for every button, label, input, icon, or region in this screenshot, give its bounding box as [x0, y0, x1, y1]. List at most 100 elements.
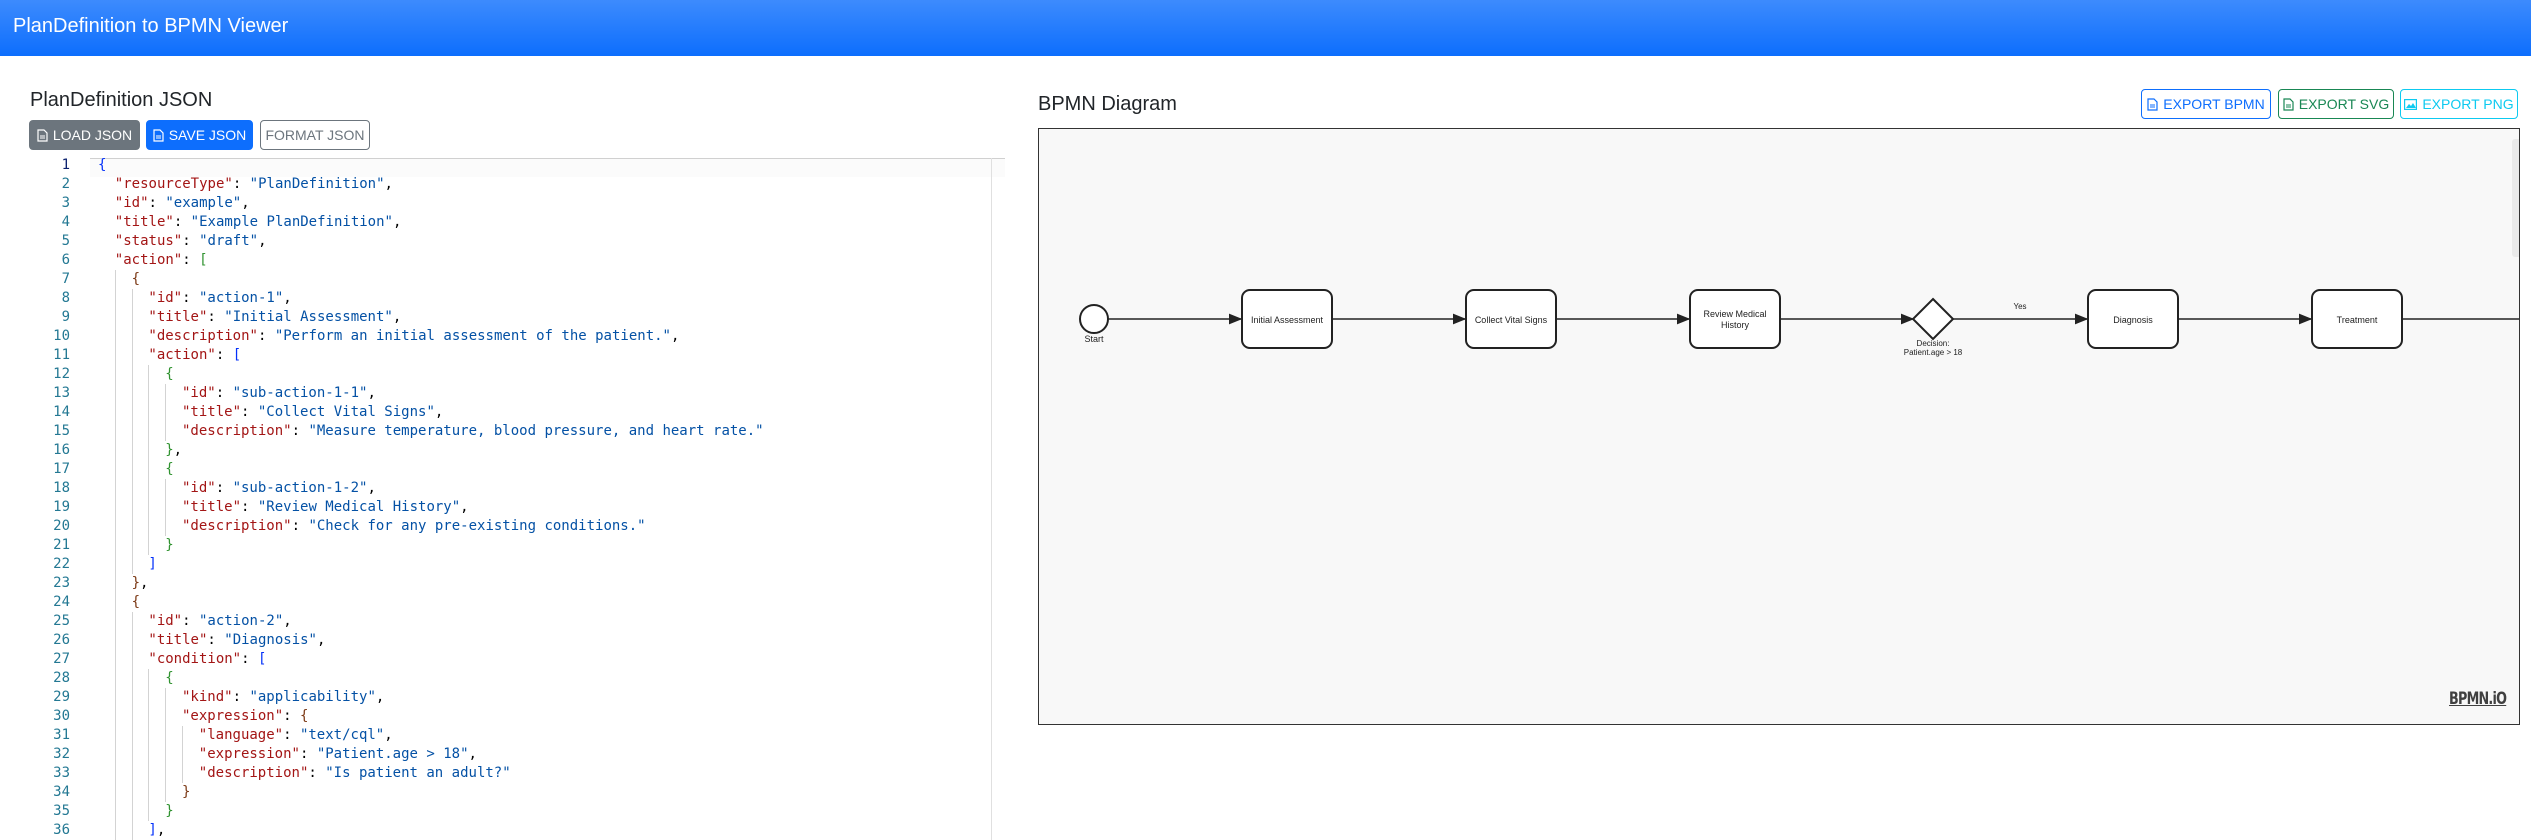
export-bpmn-button[interactable]: EXPORT BPMN [2141, 89, 2271, 119]
code-line[interactable]: 19"title": "Review Medical History", [30, 498, 990, 517]
code-line[interactable]: 27"condition": [ [30, 650, 990, 669]
code-line[interactable]: 8"id": "action-1", [30, 289, 990, 308]
indent-guide [114, 479, 116, 498]
editor-scrollbar-track[interactable] [991, 158, 992, 840]
indent-guide [114, 460, 116, 479]
code-line[interactable]: 31"language": "text/cql", [30, 726, 990, 745]
indent-guide [182, 745, 183, 764]
json-punctuation: } [165, 442, 174, 458]
json-punctuation: { [131, 271, 141, 287]
code-line[interactable]: 29"kind": "applicability", [30, 688, 990, 707]
task-collect-vital-signs[interactable]: Collect Vital Signs [1465, 289, 1557, 349]
code-line[interactable]: 7{ [30, 270, 990, 289]
code-line[interactable]: 21} [30, 536, 990, 555]
json-punctuation: } [131, 575, 141, 591]
zoom-in-icon[interactable] [2519, 147, 2520, 167]
line-number: 23 [53, 575, 70, 591]
task-diagnosis[interactable]: Diagnosis [2087, 289, 2179, 349]
line-number: 1 [61, 158, 70, 173]
code-text: "language": "text/cql", [199, 726, 393, 745]
load-json-button[interactable]: LOAD JSON [29, 120, 140, 150]
json-key: "title" [114, 214, 174, 230]
code-line[interactable]: 33"description": "Is patient an adult?" [30, 764, 990, 783]
indent-guide [114, 289, 116, 308]
line-number: 21 [53, 537, 70, 553]
exclusive-gateway[interactable] [1911, 297, 1955, 341]
code-line[interactable]: 12{ [30, 365, 990, 384]
code-line[interactable]: 16}, [30, 441, 990, 460]
code-line[interactable]: 24{ [30, 593, 990, 612]
code-line[interactable]: 6"action": [ [30, 251, 990, 270]
save-json-label: SAVE JSON [168, 127, 247, 143]
export-svg-button[interactable]: EXPORT SVG [2278, 89, 2394, 119]
bpmn-canvas[interactable]: Start Initial Assessment Collect Vital S… [1038, 128, 2520, 725]
code-line[interactable]: 11"action": [ [30, 346, 990, 365]
code-text: "condition": [ [148, 650, 266, 669]
code-line[interactable]: 22] [30, 555, 990, 574]
code-line[interactable]: 32"expression": "Patient.age > 18", [30, 745, 990, 764]
code-line[interactable]: 35} [30, 802, 990, 821]
task-treatment[interactable]: Treatment [2311, 289, 2403, 349]
json-key: "id" [114, 195, 149, 211]
line-number: 10 [53, 328, 70, 344]
code-line[interactable]: 30"expression": { [30, 707, 990, 726]
code-line[interactable]: 36], [30, 821, 990, 840]
json-punctuation: ] [148, 822, 157, 838]
json-string: "Collect Vital Signs" [257, 404, 435, 420]
reset-view-icon[interactable] [2519, 203, 2520, 223]
json-key: "description" [182, 423, 292, 439]
code-line[interactable]: 23}, [30, 574, 990, 593]
bpmn-panel-title: BPMN Diagram [1038, 93, 1177, 115]
format-json-button[interactable]: FORMAT JSON [260, 120, 370, 150]
task-label-line-1: Review Medical [1703, 309, 1766, 319]
code-line[interactable]: 26"title": "Diagnosis", [30, 631, 990, 650]
task-initial-assessment[interactable]: Initial Assessment [1241, 289, 1333, 349]
current-line-highlight [90, 158, 1005, 177]
bpmn-io-logo[interactable]: BPMN.iO [2449, 689, 2507, 709]
code-line[interactable]: 28{ [30, 669, 990, 688]
start-event[interactable] [1079, 304, 1109, 334]
code-text: ] [148, 555, 156, 574]
code-line[interactable]: 1{ [30, 158, 990, 175]
indent-guide [165, 403, 167, 422]
bpmn-diagram[interactable]: Start Initial Assessment Collect Vital S… [1039, 129, 2519, 724]
code-line[interactable]: 5"status": "draft", [30, 232, 990, 251]
indent-guide [114, 555, 116, 574]
line-number: 12 [53, 366, 70, 382]
code-text: "expression": { [182, 707, 308, 726]
indent-guide [131, 346, 133, 365]
code-line[interactable]: 14"title": "Collect Vital Signs", [30, 403, 990, 422]
code-line[interactable]: 34} [30, 783, 990, 802]
code-line[interactable]: 25"id": "action-2", [30, 612, 990, 631]
code-line[interactable]: 4"title": "Example PlanDefinition", [30, 213, 990, 232]
fit-screen-icon[interactable] [2519, 231, 2520, 251]
json-code-editor[interactable]: 1{2"resourceType": "PlanDefinition",3"id… [30, 158, 1005, 840]
indent-guide [148, 726, 150, 745]
code-line[interactable]: 9"title": "Initial Assessment", [30, 308, 990, 327]
indent-guide [182, 764, 183, 783]
code-line[interactable]: 20"description": "Check for any pre-exis… [30, 517, 990, 536]
json-string: "sub-action-1-2" [232, 480, 368, 496]
code-line[interactable]: 17{ [30, 460, 990, 479]
line-number: 36 [53, 822, 70, 838]
export-png-button[interactable]: EXPORT PNG [2400, 89, 2518, 119]
code-line[interactable]: 15"description": "Measure temperature, b… [30, 422, 990, 441]
save-json-button[interactable]: SAVE JSON [146, 120, 253, 150]
indent-guide [131, 479, 133, 498]
code-line[interactable]: 3"id": "example", [30, 194, 990, 213]
task-label: Initial Assessment [1251, 315, 1324, 325]
code-text: "title": "Diagnosis", [148, 631, 325, 650]
task-review-medical-history[interactable]: Review Medical History [1689, 289, 1781, 349]
indent-guide [114, 707, 116, 726]
code-line[interactable]: 18"id": "sub-action-1-2", [30, 479, 990, 498]
code-line[interactable]: 13"id": "sub-action-1-1", [30, 384, 990, 403]
indent-guide [114, 574, 116, 593]
indent-guide [114, 688, 116, 707]
json-string: "example" [165, 195, 242, 211]
line-number: 5 [61, 233, 70, 249]
code-line[interactable]: 10"description": "Perform an initial ass… [30, 327, 990, 346]
code-line[interactable]: 2"resourceType": "PlanDefinition", [30, 175, 990, 194]
indent-guide [114, 802, 116, 821]
zoom-out-icon[interactable] [2519, 175, 2520, 195]
indent-guide [165, 688, 167, 707]
